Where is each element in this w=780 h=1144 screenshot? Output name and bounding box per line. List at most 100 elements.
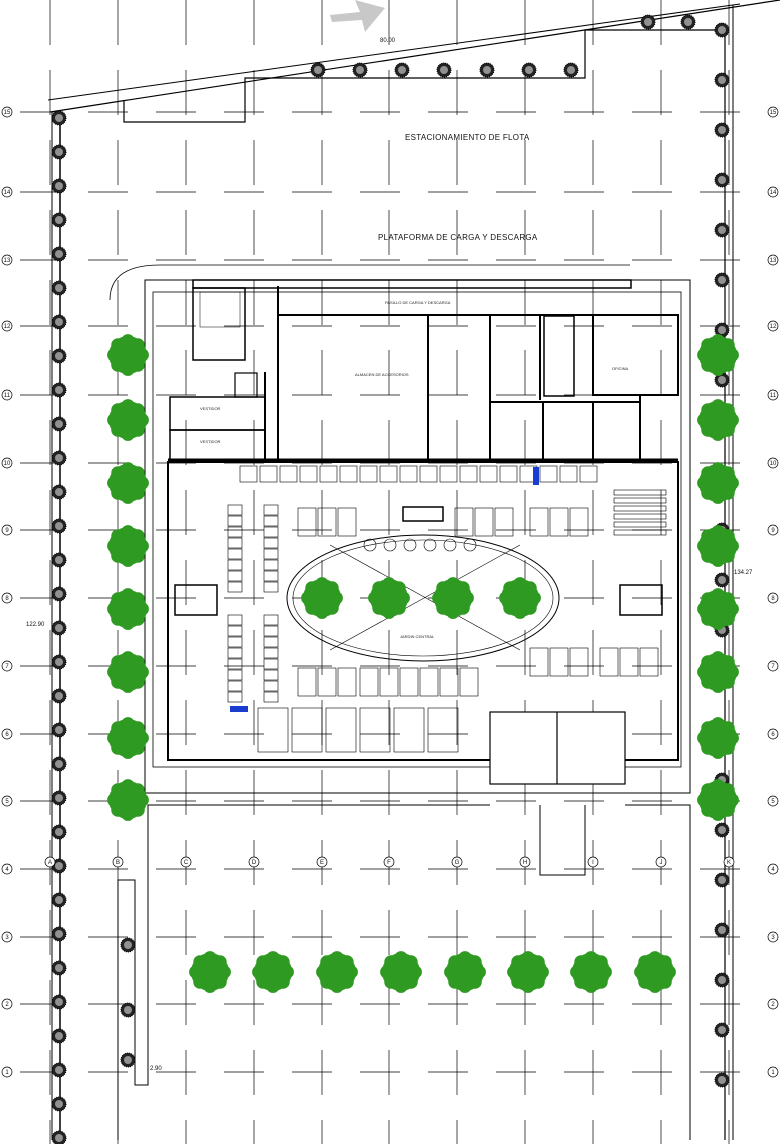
- axis-bubble: [1, 728, 13, 740]
- desk: [459, 667, 479, 697]
- desk: [579, 465, 598, 483]
- desk: [379, 667, 399, 697]
- stair-core: [174, 584, 218, 616]
- auditorium-seats: [613, 529, 667, 536]
- desk: [379, 465, 398, 483]
- dimension-top: 80.00: [380, 38, 396, 44]
- desk: [263, 658, 279, 670]
- axis-label: 8: [771, 596, 775, 602]
- axis-bubble: [767, 863, 779, 875]
- axis-bubble: [767, 389, 779, 401]
- axis-label: 15: [4, 110, 11, 116]
- round-table: [463, 538, 477, 552]
- axis-bubble: [767, 931, 779, 943]
- shrub-row: [51, 14, 730, 1144]
- desk: [569, 647, 589, 677]
- svg-text:JARDIN CENTRAL: JARDIN CENTRAL: [400, 634, 435, 639]
- desk: [454, 507, 474, 537]
- axis-label: 13: [4, 258, 11, 264]
- desk: [227, 504, 243, 516]
- axis-bubble: [519, 856, 531, 868]
- axis-label: G: [455, 860, 460, 866]
- tree-row: [107, 334, 739, 993]
- desk: [227, 691, 243, 703]
- desk: [639, 647, 659, 677]
- desk: [299, 465, 318, 483]
- axis-label: F: [387, 860, 391, 866]
- auditorium-seats: [613, 521, 667, 528]
- meeting-room: [427, 707, 459, 753]
- axis-label: 11: [770, 393, 777, 399]
- axis-label: 3: [771, 935, 775, 941]
- axis-label: B: [116, 860, 120, 866]
- axis-label: 8: [5, 596, 9, 602]
- desk: [263, 515, 279, 527]
- axis-bubble: [767, 592, 779, 604]
- desk: [337, 507, 357, 537]
- north-arrow-icon: [330, 0, 385, 32]
- axis-bubble: [112, 856, 124, 868]
- axis-label: D: [252, 860, 257, 866]
- auditorium-seats: [613, 505, 667, 512]
- desk: [599, 647, 619, 677]
- desk: [499, 465, 518, 483]
- axis-bubble: [655, 856, 667, 868]
- axis-bubble: [767, 728, 779, 740]
- desk: [263, 504, 279, 516]
- axis-label: 9: [5, 528, 9, 534]
- axis-bubble: [767, 320, 779, 332]
- axis-label: 13: [770, 258, 777, 264]
- desk: [337, 667, 357, 697]
- desk: [227, 537, 243, 549]
- desk: [227, 548, 243, 560]
- desk: [263, 680, 279, 692]
- accent-furniture: [230, 467, 539, 712]
- axis-label: 4: [771, 867, 775, 873]
- desk: [227, 647, 243, 659]
- desk: [263, 669, 279, 681]
- round-table: [363, 538, 377, 552]
- axis-bubble: [767, 998, 779, 1010]
- axis-bubble: [767, 106, 779, 118]
- axis-label: 6: [771, 732, 775, 738]
- desk: [263, 526, 279, 538]
- axis-label: 10: [770, 461, 777, 467]
- desk: [227, 526, 243, 538]
- desk: [263, 636, 279, 648]
- axis-bubble: [767, 186, 779, 198]
- axis-bubble: [44, 856, 56, 868]
- axis-bubble: [1, 931, 13, 943]
- axis-label: 7: [5, 664, 9, 670]
- structural-grid: [20, 0, 740, 1144]
- desk: [227, 636, 243, 648]
- desk: [399, 667, 419, 697]
- dimension-right: 134.27: [734, 570, 753, 576]
- desk: [399, 465, 418, 483]
- dimension-bottom: 2.90: [150, 1066, 162, 1072]
- desk: [474, 507, 494, 537]
- desk: [227, 680, 243, 692]
- stair-core: [619, 584, 663, 616]
- axis-label: I: [592, 860, 594, 866]
- axis-bubble: [767, 1066, 779, 1078]
- desk: [259, 465, 278, 483]
- axis-label: 2: [771, 1002, 775, 1008]
- axis-bubble: [1, 106, 13, 118]
- desk: [227, 515, 243, 527]
- desk: [549, 507, 569, 537]
- axis-bubble: [723, 856, 735, 868]
- axis-bubble: [316, 856, 328, 868]
- auditorium-seats: [613, 489, 667, 496]
- desk: [263, 625, 279, 637]
- meeting-room: [257, 707, 289, 753]
- axis-label: 11: [4, 393, 11, 399]
- desk: [297, 667, 317, 697]
- desk: [359, 667, 379, 697]
- axis-label: 14: [770, 190, 777, 196]
- meeting-room: [359, 707, 391, 753]
- desk: [529, 647, 549, 677]
- axis-bubble: [1, 524, 13, 536]
- axis-label: J: [660, 860, 663, 866]
